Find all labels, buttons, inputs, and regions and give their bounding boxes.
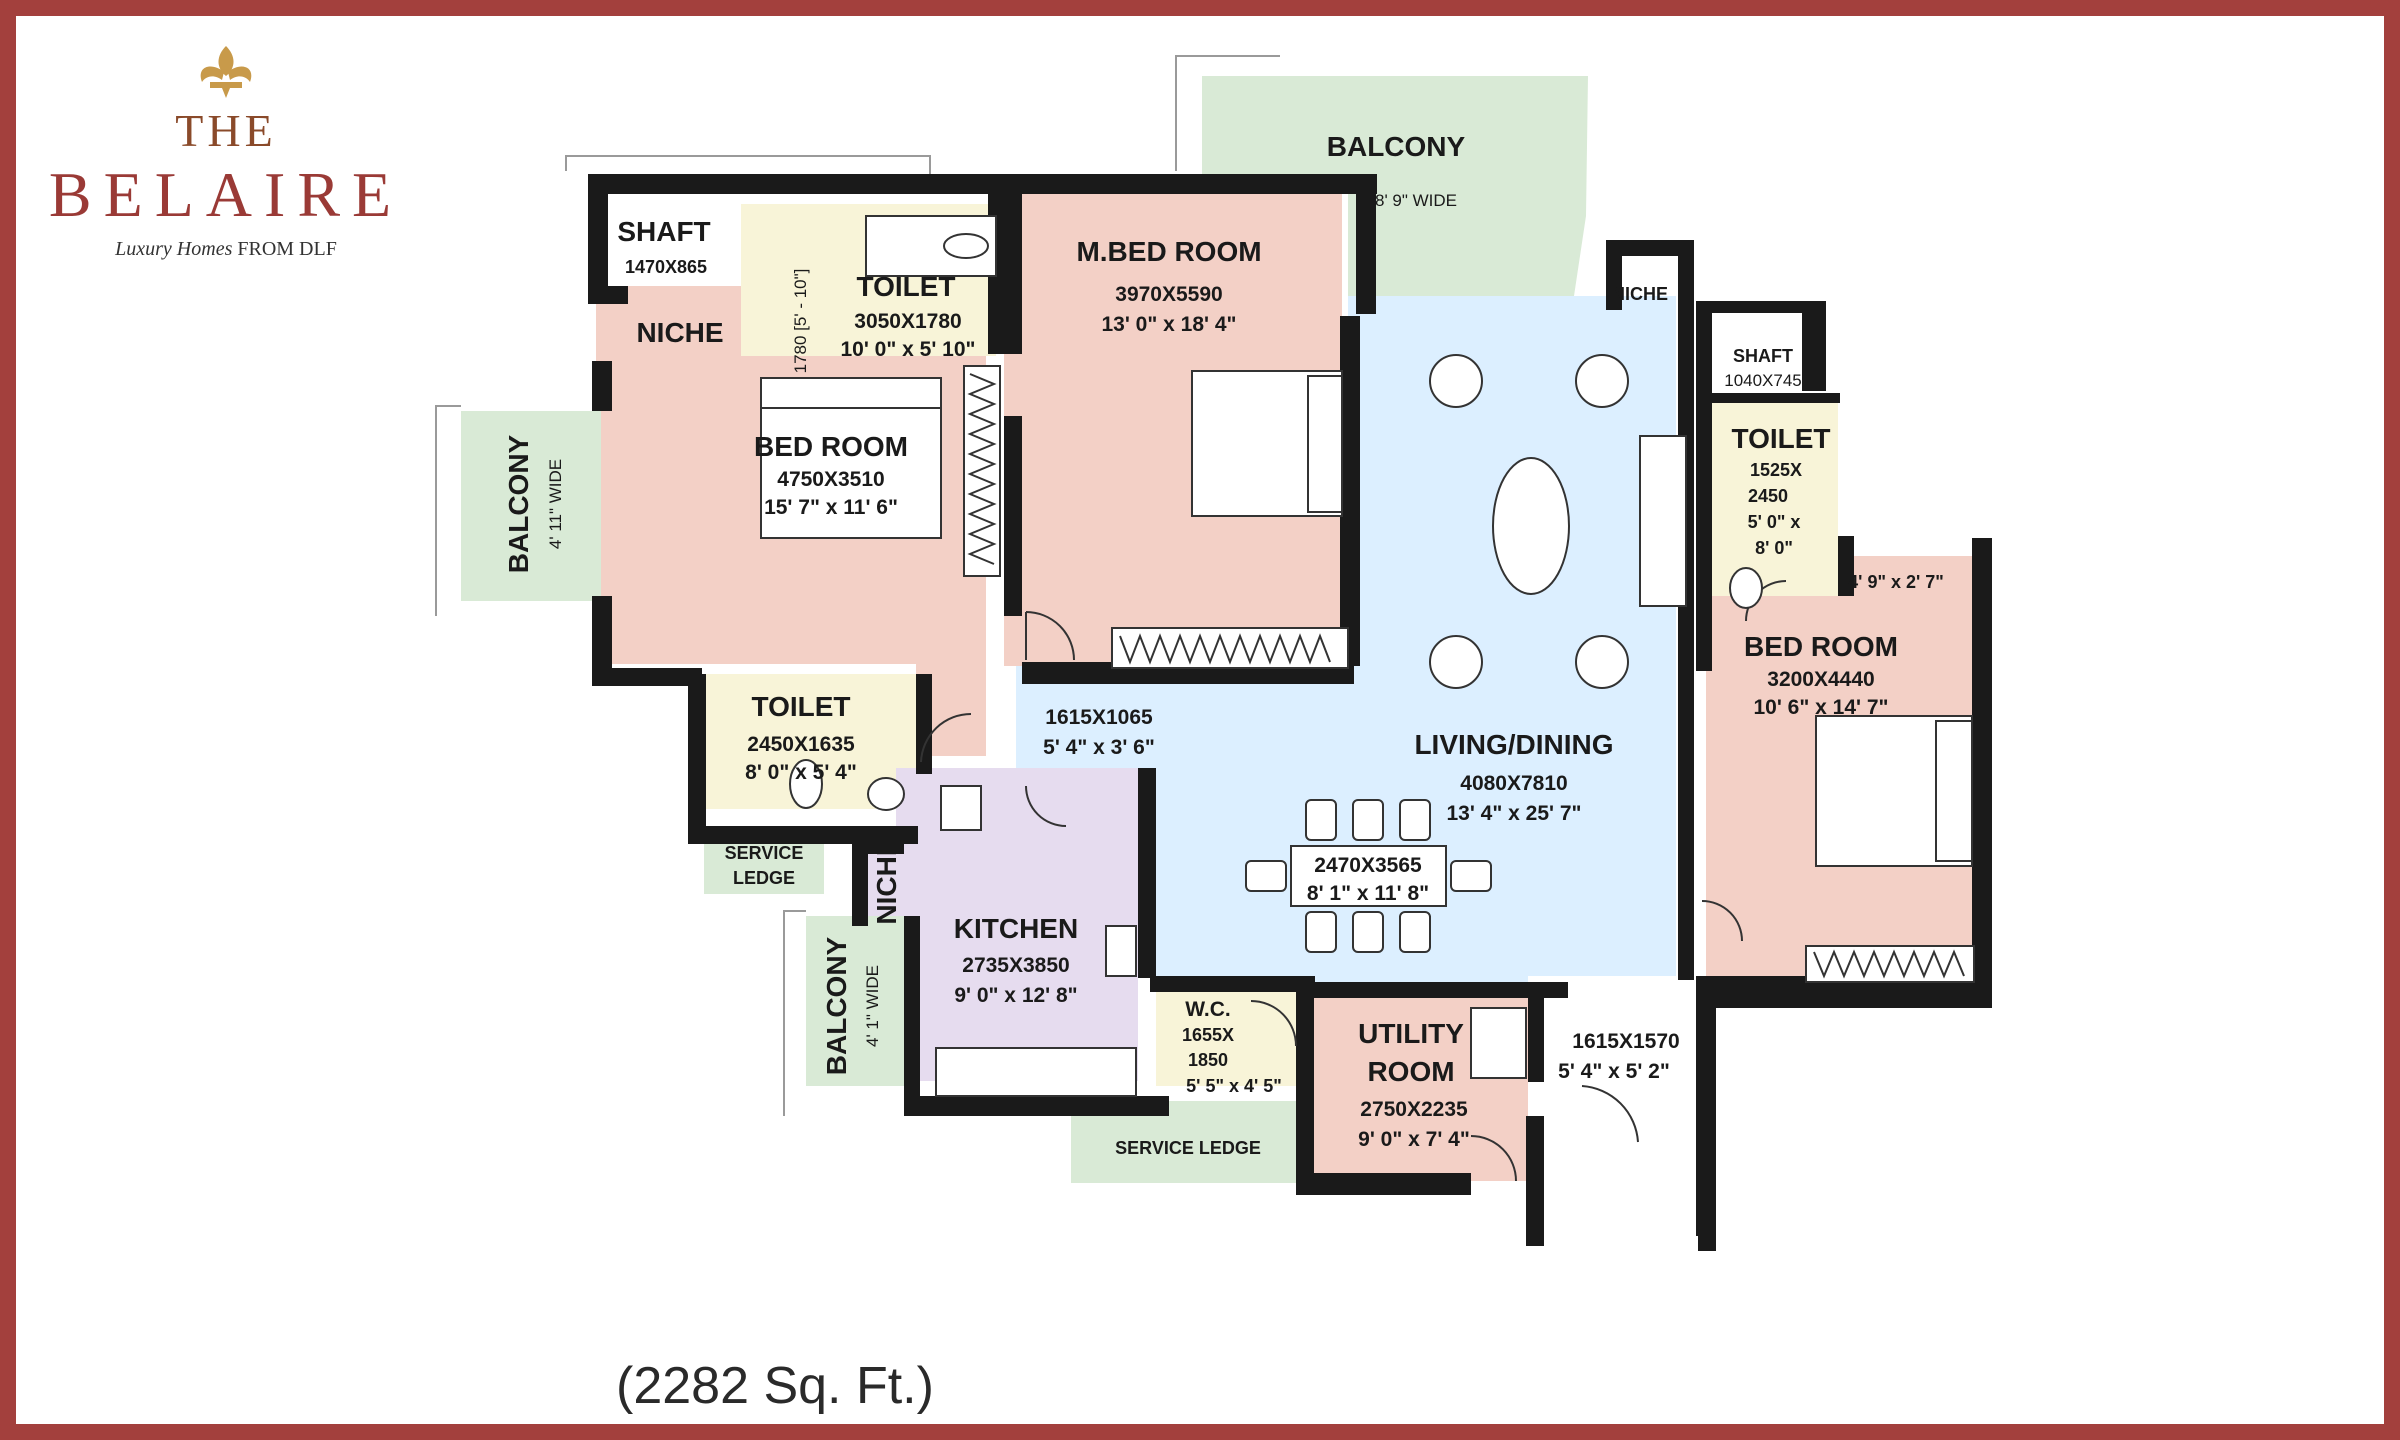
utility-name: UTILITY: [1358, 1018, 1464, 1049]
bed-left-dim: 4750X3510: [777, 468, 884, 491]
toilet-top-dim: 3050X1780: [854, 310, 961, 333]
toilet-top-name: TOILET: [856, 271, 955, 302]
outer-railings: [435, 55, 1280, 1116]
bed-right-name: BED ROOM: [1744, 631, 1898, 662]
page-frame: BALCONY 8' 9" WIDE SHAFT 1470X865 TOILET…: [16, 16, 2384, 1424]
bed-left-dim2: 15' 7" x 11' 6": [764, 496, 898, 519]
balcony-left-name: BALCONY: [503, 434, 534, 573]
utility-name2: ROOM: [1367, 1056, 1454, 1087]
balcony-top-area: [1202, 76, 1588, 296]
passage-dim: 1615X1570: [1572, 1030, 1679, 1053]
wc-name: W.C.: [1185, 998, 1231, 1021]
wc-dim2: 1850: [1188, 1050, 1228, 1070]
lounge-chairs: [1429, 354, 1629, 689]
service-ledge-left-name: SERVICE: [725, 843, 804, 863]
shaft-left-dim: 1470X865: [625, 257, 707, 277]
brand-tagline: Luxury Homes FROM DLF: [36, 238, 416, 261]
toilet-mid-dim2: 8' 0" x 5' 4": [745, 761, 857, 784]
kitchen-dim2: 9' 0" x 12' 8": [954, 984, 1077, 1007]
dining-chairs: [1245, 799, 1492, 953]
kitchen-name: KITCHEN: [954, 913, 1078, 944]
master-bed-name: M.BED ROOM: [1076, 236, 1261, 267]
shaft-right-name: SHAFT: [1733, 346, 1793, 366]
master-bed-dim2: 13' 0" x 18' 4": [1102, 313, 1237, 336]
brand-the: THE: [175, 105, 277, 156]
windows: [816, 185, 1331, 1112]
living-dim2: 13' 4" x 25' 7": [1447, 802, 1582, 825]
utility-dim2: 9' 0" x 7' 4": [1358, 1128, 1470, 1151]
toilet-right-name: TOILET: [1731, 423, 1830, 454]
utility-dim: 2750X2235: [1360, 1098, 1468, 1121]
balcony-left-area: [461, 411, 601, 601]
foyer-dim2: 5' 4" x 3' 6": [1043, 736, 1155, 759]
bed-right-dim: 3200X4440: [1767, 668, 1874, 691]
walls: [588, 174, 1992, 1251]
service-ledge-bottom-name: SERVICE LEDGE: [1115, 1138, 1261, 1158]
floor-plan: BALCONY 8' 9" WIDE SHAFT 1470X865 TOILET…: [435, 55, 1992, 1251]
toilet-right-dim: 1525X: [1750, 460, 1802, 480]
niche-right-name: NICHE: [1612, 284, 1668, 304]
toilet-right-area: [1706, 400, 1838, 596]
toilet-mid-name: TOILET: [751, 691, 850, 722]
balcony-kitchen-area: [806, 916, 904, 1086]
bed-right-extra: 4' 9" x 2' 7": [1848, 572, 1944, 592]
balcony-kitchen-dim: 4' 1" WIDE: [863, 965, 882, 1047]
niche-kitchen-name: NICHE: [871, 837, 902, 924]
wardrobe-hatching: [967, 373, 1965, 979]
foyer-dim: 1615X1065: [1045, 706, 1153, 729]
toilet-top-dim2: 10' 0" x 5' 10": [841, 338, 976, 361]
passage-dim2: 5' 4" x 5' 2": [1558, 1060, 1670, 1083]
brand-name: BELAIRE: [48, 159, 404, 230]
toilet-right-dim4: 8' 0": [1755, 538, 1793, 558]
room-labels: BALCONY 8' 9" WIDE SHAFT 1470X865 TOILET…: [503, 131, 1944, 1158]
master-bed-dim: 3970X5590: [1115, 283, 1222, 306]
wc-dim3: 5' 5" x 4' 5": [1186, 1076, 1282, 1096]
toilet-mid-dim: 2450X1635: [747, 733, 855, 756]
balcony-kitchen-name: BALCONY: [821, 936, 852, 1075]
bed-left-name: BED ROOM: [754, 431, 908, 462]
shaft-left-name: SHAFT: [617, 216, 710, 247]
brand-tagline-script: Luxury Homes: [115, 238, 233, 260]
brand-logo: THE BELAIRE Luxury Homes FROM DLF: [36, 26, 416, 276]
shaft-right-dim: 1040X745: [1724, 371, 1802, 390]
shaft-left-area: [606, 204, 731, 284]
living-dim: 4080X7810: [1460, 772, 1567, 795]
kitchen-area: [864, 768, 1138, 1081]
kitchen-dim: 2735X3850: [962, 954, 1069, 977]
wc-dim: 1655X: [1182, 1025, 1234, 1045]
bed-right-dim2: 10' 6" x 14' 7": [1754, 696, 1889, 719]
strip-1780-dim: 1780 [5' - 10"]: [791, 269, 810, 374]
balcony-top-name: BALCONY: [1327, 131, 1466, 162]
living-name: LIVING/DINING: [1414, 729, 1613, 760]
dining-dim: 2470X3565: [1314, 854, 1422, 877]
balcony-top-dim: 8' 9" WIDE: [1375, 191, 1457, 210]
total-area-label: (2282 Sq. Ft.): [616, 1357, 934, 1415]
toilet-right-dim3: 5' 0" x: [1748, 512, 1801, 532]
shaft-right-area: [1706, 314, 1802, 394]
fleur-de-lis-icon: [200, 46, 252, 98]
balcony-left-dim: 4' 11" WIDE: [546, 459, 565, 549]
brand-tagline-plain: FROM DLF: [237, 238, 337, 260]
wc-area: [1156, 976, 1306, 1086]
furniture: [760, 215, 1975, 1097]
toilet-right-dim2: 2450: [1748, 486, 1788, 506]
niche-left-name: NICHE: [636, 317, 723, 348]
dining-dim2: 8' 1" x 11' 8": [1307, 882, 1429, 905]
service-ledge-left-name2: LEDGE: [733, 868, 795, 888]
